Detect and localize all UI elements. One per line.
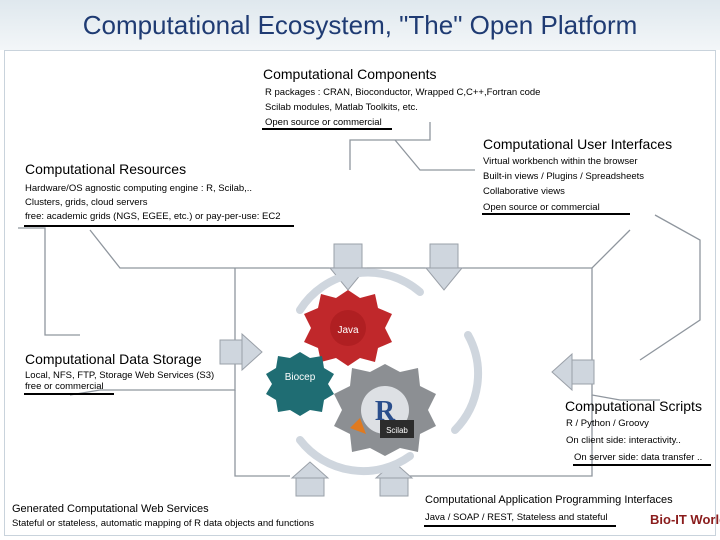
api-line: Java / SOAP / REST, Stateless and statef… [425, 512, 608, 523]
underline [262, 128, 392, 130]
components-line: R packages : CRAN, Bioconductor, Wrapped… [265, 87, 541, 98]
title-bar: Computational Ecosystem, "The" Open Plat… [0, 0, 720, 50]
resources-heading: Computational Resources [25, 161, 187, 177]
biocep-gear-icon: Biocep [266, 352, 334, 416]
components-line: Open source or commercial [265, 117, 382, 128]
user-interfaces-line: Open source or commercial [483, 202, 600, 213]
page-title: Computational Ecosystem, "The" Open Plat… [82, 10, 638, 40]
api-heading: Computational Application Programming In… [425, 494, 673, 506]
data-storage-heading: Computational Data Storage [25, 351, 202, 367]
chevron-top [328, 243, 464, 291]
java-gear-icon: Java [304, 290, 392, 366]
components-heading: Computational Components [263, 66, 437, 82]
web-services-heading: Generated Computational Web Services [12, 503, 209, 515]
bio-it-world-logo: Bio-IT World [650, 512, 720, 527]
user-interfaces-line: Virtual workbench within the browser [483, 156, 638, 167]
underline [424, 525, 616, 527]
scripts-line: On server side: data transfer .. [574, 452, 703, 463]
r-gear-icon: R [334, 364, 436, 456]
r-logo: R [375, 396, 396, 427]
user-interfaces-line: Built-in views / Plugins / Spreadsheets [483, 171, 645, 182]
scilab-icon: Scilab [350, 418, 414, 438]
scripts-heading: Computational Scripts [565, 398, 702, 414]
scilab-label: Scilab [386, 426, 408, 435]
scripts-line: On client side: interactivity.. [566, 435, 681, 446]
data-storage-line: free or commercial [25, 381, 104, 392]
underline [24, 393, 114, 395]
resources-line: free: academic grids (NGS, EGEE, etc.) o… [25, 211, 281, 222]
data-storage-line: Local, NFS, FTP, Storage Web Services (S… [25, 370, 215, 381]
user-interfaces-line: Collaborative views [483, 186, 565, 197]
chevron-left [219, 332, 263, 372]
scripts-line: R / Python / Groovy [566, 418, 649, 429]
cycle-arrows-icon [296, 268, 482, 476]
resources-line: Hardware/OS agnostic computing engine : … [25, 183, 253, 194]
slide-frame [4, 50, 716, 536]
chevron-right [551, 352, 595, 392]
web-services-line: Stateful or stateless, automatic mapping… [12, 518, 315, 529]
java-label: Java [337, 325, 359, 336]
underline [482, 213, 630, 215]
chevron-bottom [290, 461, 414, 497]
underline [573, 464, 711, 466]
biocep-label: Biocep [285, 372, 316, 383]
user-interfaces-heading: Computational User Interfaces [483, 136, 673, 152]
resources-line: Clusters, grids, cloud servers [25, 197, 148, 208]
underline [24, 225, 294, 227]
components-line: Scilab modules, Matlab Toolkits, etc. [265, 102, 418, 113]
